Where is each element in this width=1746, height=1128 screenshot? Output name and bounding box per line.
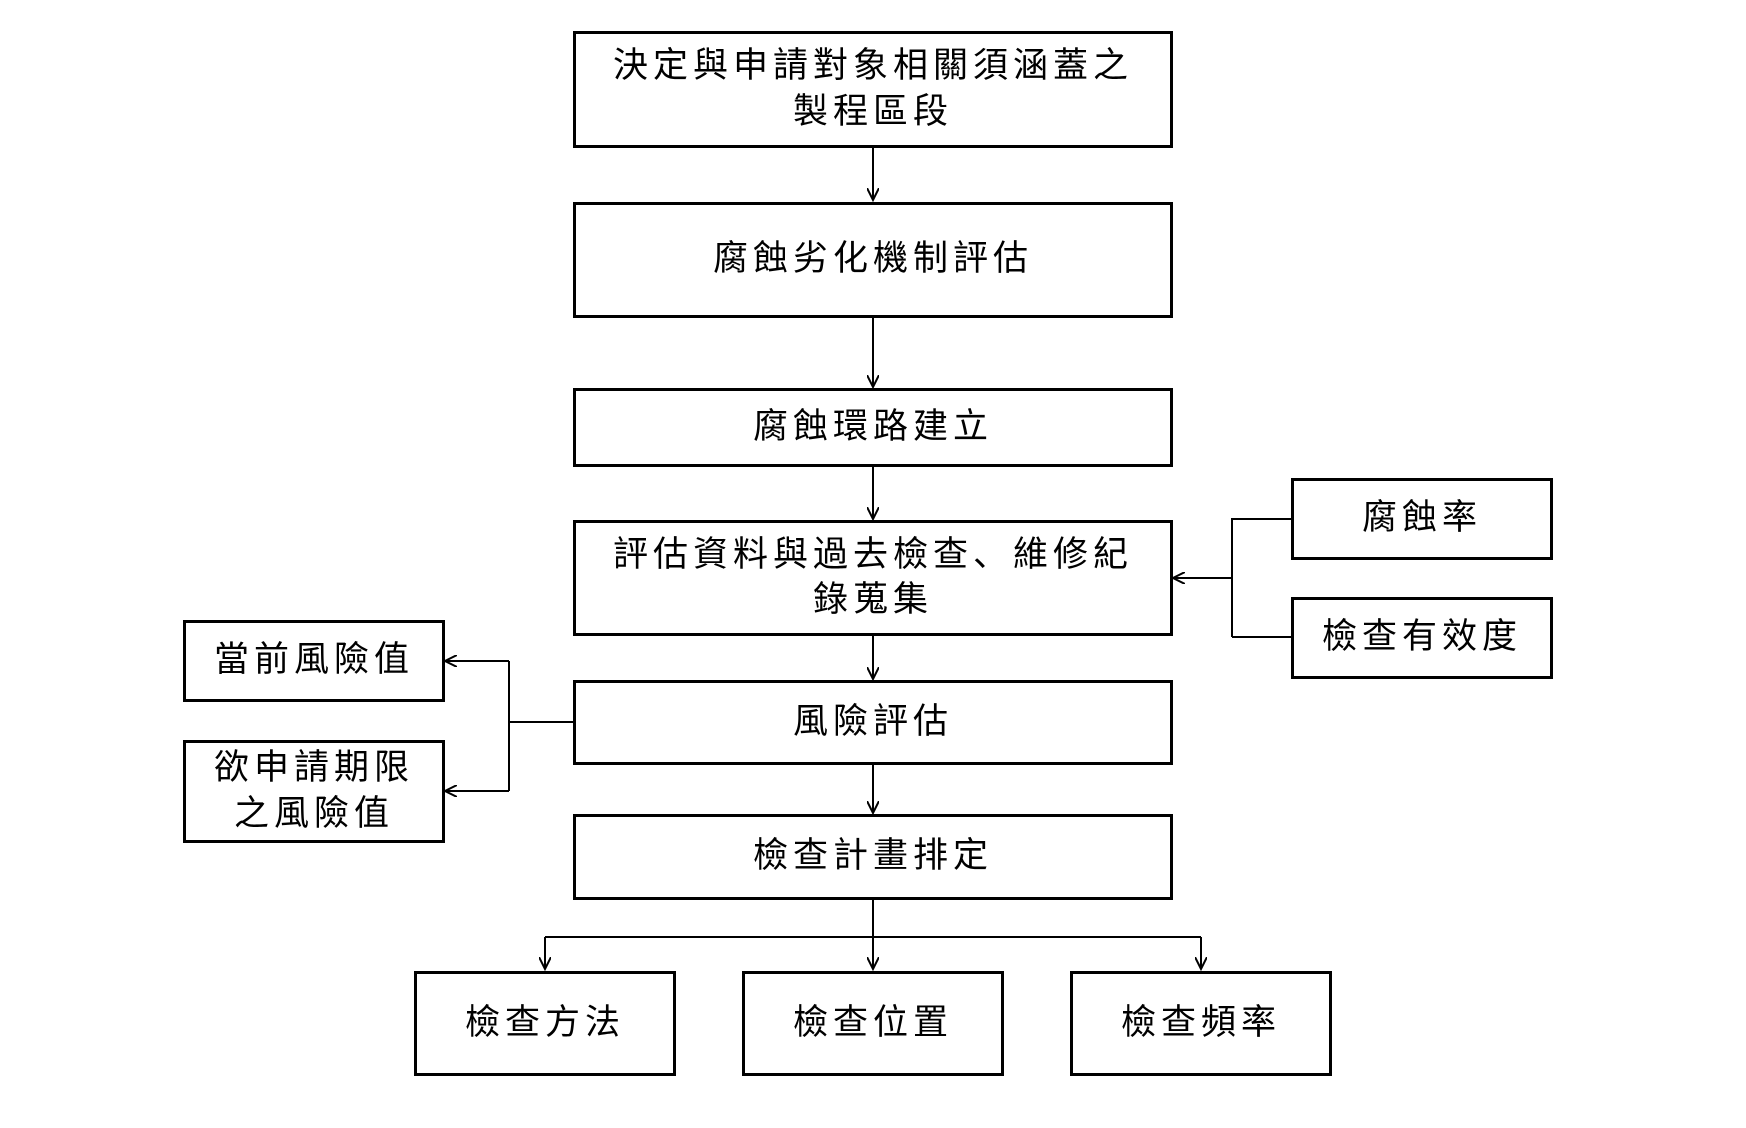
output-current-risk-label: 當前風險值 <box>213 640 414 681</box>
plan-inspection-method: 檢查方法 <box>414 971 676 1076</box>
output-current-risk: 當前風險值 <box>183 620 445 702</box>
step-corrosion-mechanism: 腐蝕劣化機制評估 <box>573 202 1173 318</box>
input-inspection-effectiveness: 檢查有效度 <box>1291 597 1553 679</box>
step-process-scope: 決定與申請對象相關須涵蓋之製程區段 <box>573 31 1173 148</box>
step-corrosion-loop-label: 腐蝕環路建立 <box>752 406 993 447</box>
step-data-collection: 評估資料與過去檢查、維修紀錄蒐集 <box>573 520 1173 636</box>
step-inspection-plan-label: 檢查計畫排定 <box>752 836 993 877</box>
step-corrosion-mechanism-label: 腐蝕劣化機制評估 <box>712 239 1033 280</box>
plan-inspection-location: 檢查位置 <box>742 971 1004 1076</box>
plan-inspection-frequency-label: 檢查頻率 <box>1120 1002 1281 1043</box>
input-inspection-effectiveness-label: 檢查有效度 <box>1321 617 1522 658</box>
step-inspection-plan: 檢查計畫排定 <box>573 814 1173 900</box>
connector-corrosion-rate <box>1231 518 1291 637</box>
plan-inspection-location-label: 檢查位置 <box>792 1002 953 1043</box>
step-data-collection-label: 評估資料與過去檢查、維修紀錄蒐集 <box>612 534 1133 621</box>
step-risk-assessment-label: 風險評估 <box>792 701 953 742</box>
input-corrosion-rate-label: 腐蝕率 <box>1361 498 1482 539</box>
step-risk-assessment: 風險評估 <box>573 680 1173 765</box>
step-process-scope-label: 決定與申請對象相關須涵蓋之製程區段 <box>612 46 1133 132</box>
plan-inspection-frequency: 檢查頻率 <box>1070 971 1332 1076</box>
output-target-period-risk: 欲申請期限之風險值 <box>183 740 445 843</box>
input-corrosion-rate: 腐蝕率 <box>1291 478 1553 560</box>
step-corrosion-loop: 腐蝕環路建立 <box>573 388 1173 467</box>
output-target-period-risk-label: 欲申請期限之風險值 <box>213 748 414 834</box>
plan-inspection-method-label: 檢查方法 <box>464 1002 625 1043</box>
